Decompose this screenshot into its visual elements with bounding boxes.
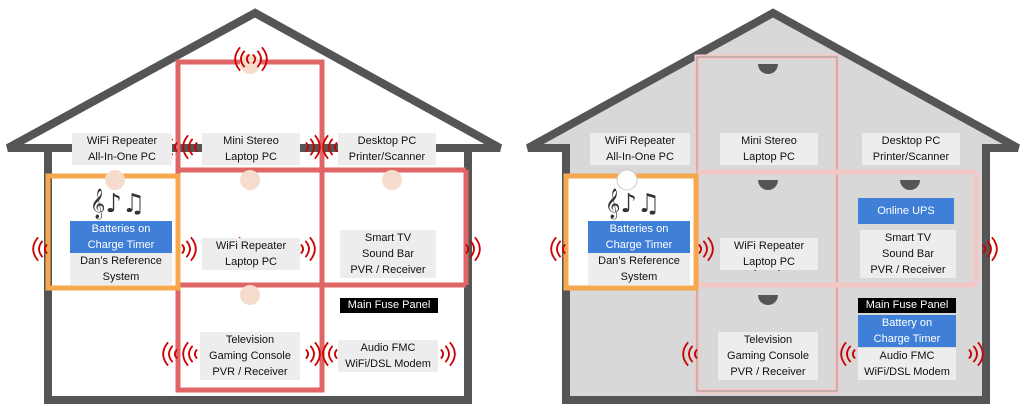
ceiling-light-icon xyxy=(758,180,778,190)
ceiling-light-icon xyxy=(240,285,260,305)
music-notes-icon: 𝄞♪♫ xyxy=(605,188,660,220)
fuse-panel-label: Main Fuse Panel xyxy=(858,298,956,313)
ceiling-light-icon xyxy=(758,64,778,74)
ceiling-light-icon xyxy=(900,180,920,190)
ceiling-light-icon xyxy=(758,295,778,305)
ceiling-light-icon xyxy=(240,170,260,190)
ceiling-light-icon xyxy=(382,170,402,190)
music-notes-icon: 𝄞♪♫ xyxy=(90,188,145,220)
ceiling-light-icon xyxy=(105,170,125,190)
online-ups-label: Online UPS xyxy=(858,198,954,224)
ceiling-light-icon xyxy=(616,169,638,191)
fuse-panel-label: Main Fuse Panel xyxy=(340,298,438,313)
